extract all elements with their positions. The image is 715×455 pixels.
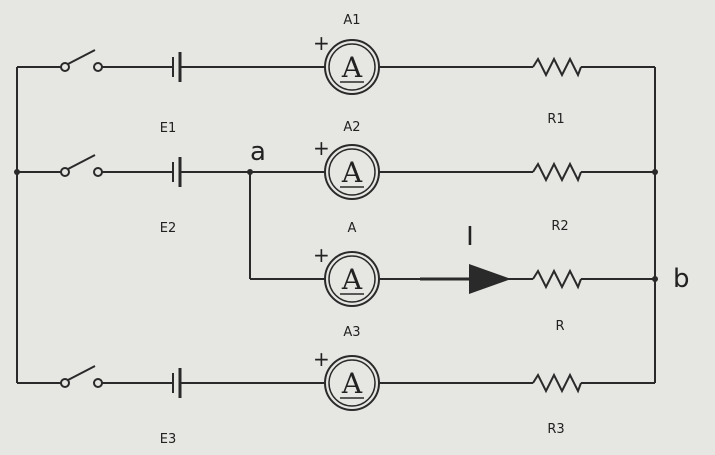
- battery-E1: [172, 52, 182, 82]
- resistor-R3-label: R3: [547, 422, 564, 437]
- ammeter-A1-label: A1: [343, 13, 360, 28]
- switch-1: [60, 49, 103, 72]
- ammeter-A: A +: [313, 243, 380, 307]
- ammeter-A1: A +: [313, 31, 380, 95]
- ammeter-A3-label: A3: [343, 325, 360, 340]
- node-a-label: a: [250, 137, 266, 167]
- resistor-R2-label: R2: [551, 219, 568, 234]
- ammeter-A2: A +: [313, 136, 380, 200]
- ammeter-A-symbol: A: [341, 263, 363, 296]
- resistor-R2: [532, 161, 582, 183]
- branch-2: a A + A2 E2 R2: [17, 120, 655, 236]
- battery-E3-label: E3: [160, 432, 177, 447]
- branch-a: A + A I R b: [249, 172, 690, 334]
- branch-1: A + A1 E1 R1: [17, 13, 655, 136]
- resistor-R3: [532, 372, 582, 394]
- battery-E2-label: E2: [160, 221, 177, 236]
- resistor-R-label: R: [555, 319, 564, 334]
- ammeter-A-plus: +: [313, 243, 330, 267]
- resistor-R1: [532, 56, 582, 78]
- ammeter-A2-symbol: A: [341, 156, 363, 189]
- ammeter-A2-label: A2: [343, 120, 360, 135]
- resistor-R1-label: R1: [547, 112, 564, 127]
- ammeter-A3-symbol: A: [341, 367, 363, 400]
- ammeter-A1-plus: +: [313, 31, 330, 55]
- switch-2: [60, 154, 103, 177]
- current-label: I: [466, 222, 474, 252]
- ammeter-A-label: A: [348, 221, 357, 236]
- battery-E2: [172, 157, 182, 187]
- branch-3: A + A3 E3 R3: [17, 325, 655, 447]
- battery-E3: [172, 368, 182, 398]
- switch-3: [60, 365, 103, 388]
- ammeter-A3: A +: [313, 347, 380, 411]
- ammeter-A2-plus: +: [313, 136, 330, 160]
- battery-E1-label: E1: [160, 121, 177, 136]
- node-b-label: b: [673, 264, 690, 294]
- resistor-R: [532, 268, 582, 290]
- ammeter-A3-plus: +: [313, 347, 330, 371]
- ammeter-A1-symbol: A: [341, 51, 363, 84]
